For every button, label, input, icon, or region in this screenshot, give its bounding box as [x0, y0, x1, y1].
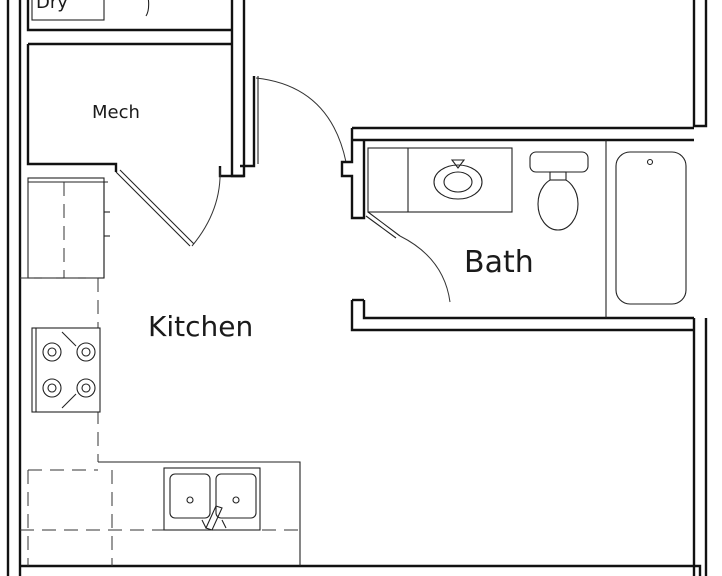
sink-basin-left: [169, 473, 211, 519]
burner-icon: [42, 378, 62, 398]
kitchen: Kitchen: [20, 177, 301, 566]
sink-basin-right: [215, 473, 257, 519]
mech-door: [115, 171, 191, 247]
toilet-tank-icon: [529, 151, 589, 173]
range-stove: [31, 327, 101, 413]
outer-walls: [6, 0, 708, 576]
hall-wall: [240, 76, 347, 168]
burner-icon: [76, 342, 96, 362]
toilet-bowl-icon: [537, 177, 579, 231]
room-label-dry: Dry: [36, 0, 68, 13]
hall-door: [255, 77, 347, 163]
burner-icon: [76, 378, 96, 398]
bathroom: Bath: [340, 126, 694, 332]
burner-icon: [42, 342, 62, 362]
pantry-cabinet: [27, 177, 105, 279]
room-label-bath: Bath: [464, 245, 534, 280]
bath-door: [367, 211, 401, 237]
dryer-closet: Dry: [26, 0, 232, 32]
faucet-icon: [205, 505, 223, 531]
room-label-mech: Mech: [92, 102, 140, 123]
room-label-kitchen: Kitchen: [148, 310, 253, 343]
mech-room: Mech: [26, 0, 246, 247]
bathtub-icon: [615, 151, 687, 305]
